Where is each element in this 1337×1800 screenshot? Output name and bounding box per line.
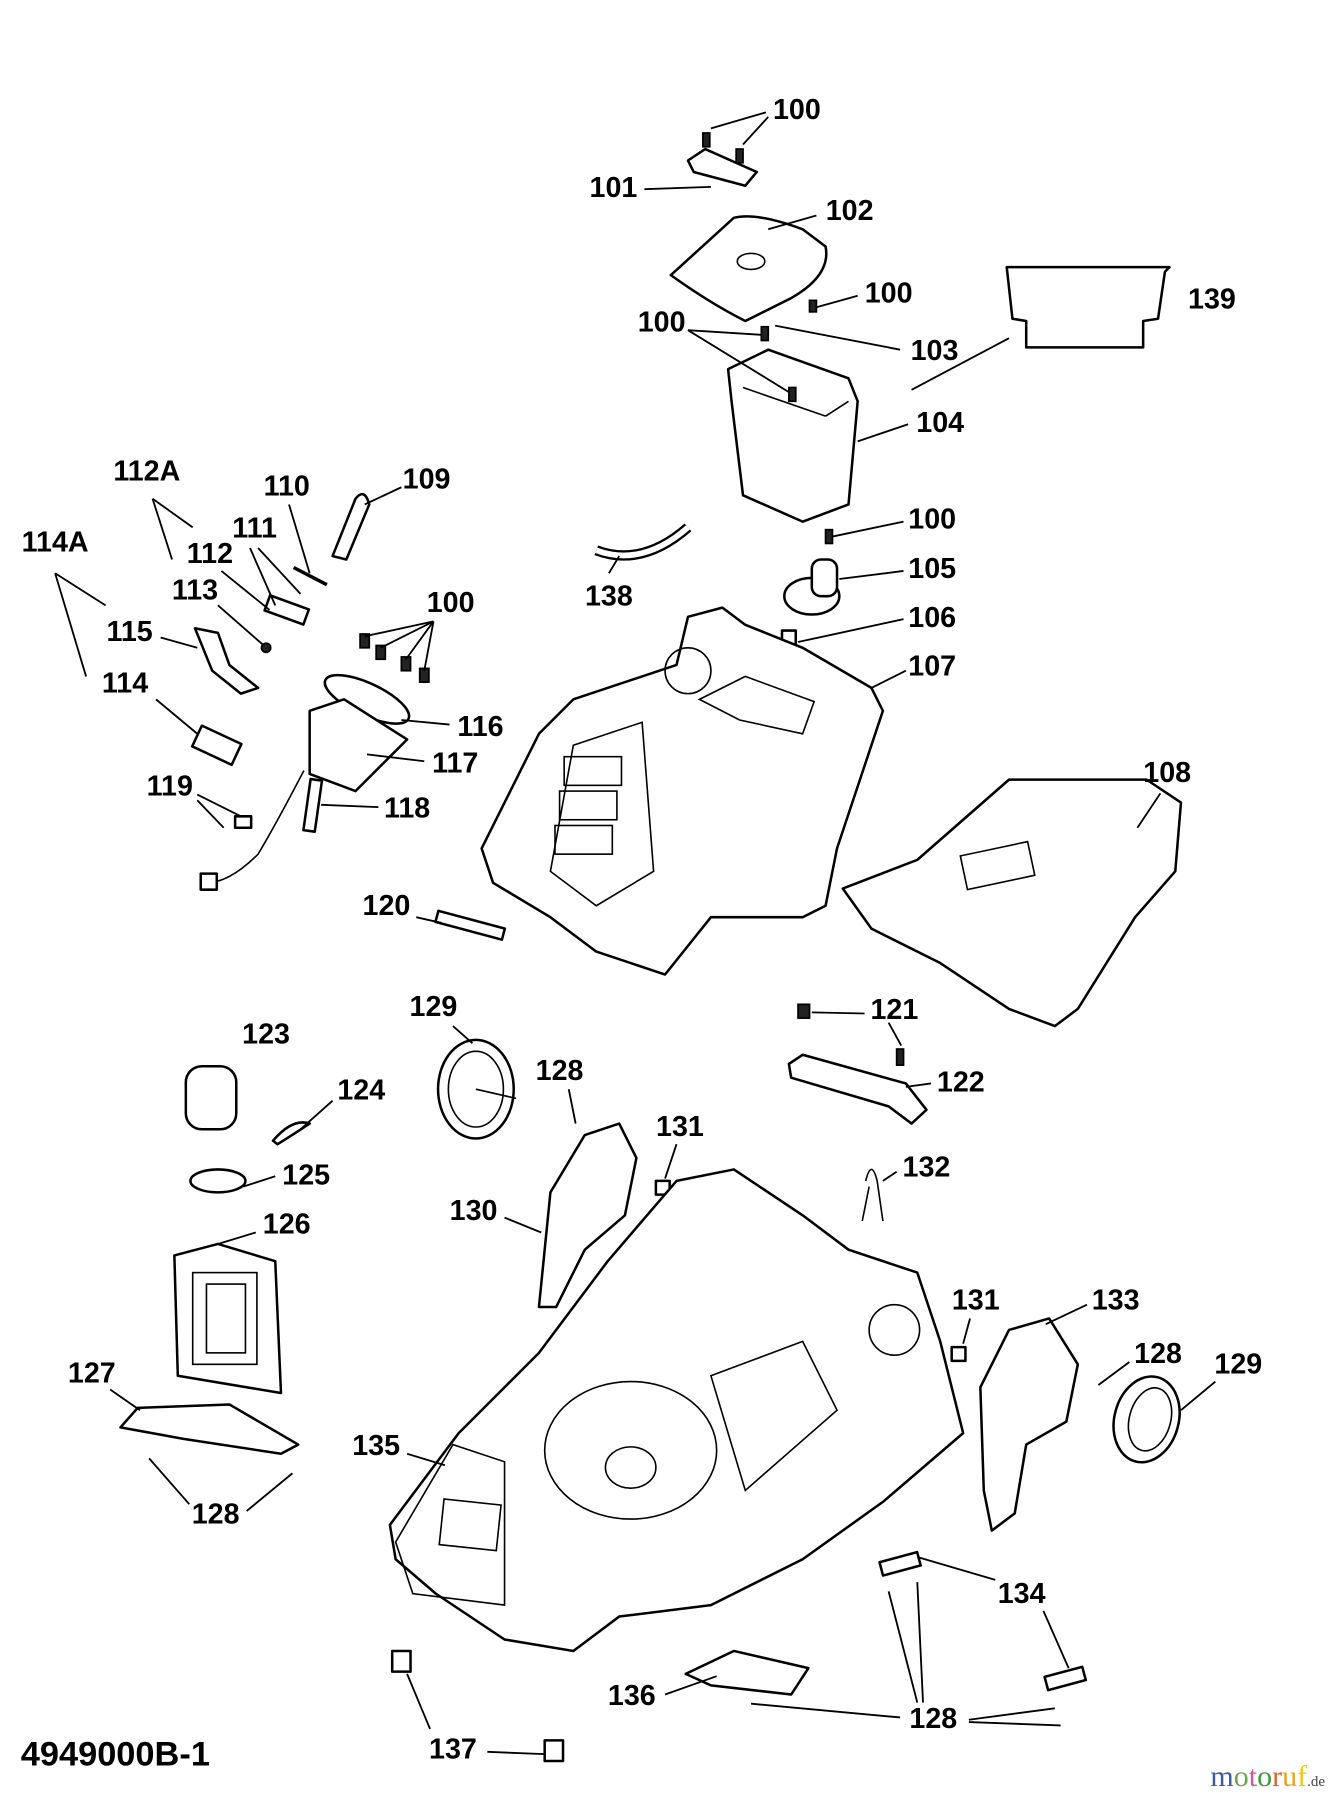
label-124: 124	[337, 1074, 385, 1106]
part-122	[787, 1053, 928, 1125]
label-108: 108	[1143, 757, 1191, 789]
label-129: 129	[410, 991, 458, 1023]
screws-100	[359, 132, 834, 684]
label-100: 100	[427, 587, 475, 619]
label-136: 136	[608, 1680, 656, 1712]
watermark-letter: o	[1257, 1760, 1273, 1793]
part-127	[119, 1403, 300, 1456]
part-110	[292, 565, 328, 587]
part-120	[434, 909, 507, 941]
part-108	[841, 778, 1183, 1028]
part-labels: 100 101 102 100 139 100 103 104 112A 110…	[22, 94, 1263, 1765]
label-103: 103	[911, 335, 959, 367]
label-104: 104	[916, 407, 964, 439]
label-128: 128	[192, 1499, 240, 1531]
label-129: 129	[1214, 1349, 1262, 1381]
part-129-right	[1112, 1375, 1181, 1464]
part-133	[979, 1317, 1080, 1532]
label-137: 137	[429, 1734, 477, 1766]
label-100: 100	[908, 504, 956, 536]
label-134: 134	[998, 1578, 1046, 1610]
label-139: 139	[1188, 283, 1236, 315]
part-137	[390, 1649, 412, 1673]
label-116: 116	[457, 711, 503, 743]
label-102: 102	[826, 195, 874, 227]
watermark-letter: f	[1297, 1760, 1308, 1793]
part-135	[388, 1168, 965, 1653]
label-112: 112	[187, 538, 233, 570]
label-135: 135	[352, 1430, 400, 1462]
label-100: 100	[865, 278, 913, 310]
label-113: 113	[172, 575, 218, 607]
diagram-code: 4949000B-1	[21, 1736, 210, 1774]
label-128: 128	[909, 1703, 957, 1735]
part-124	[271, 1121, 311, 1146]
watermark-suffix: .de	[1307, 1774, 1325, 1790]
label-119: 119	[147, 771, 193, 803]
watermark-letter: u	[1282, 1760, 1298, 1793]
part-107	[480, 606, 885, 976]
watermark-text: motoruf	[1210, 1760, 1307, 1793]
part-134	[878, 1550, 922, 1577]
label-118: 118	[384, 792, 430, 824]
label-114a: 114A	[22, 526, 89, 558]
label-127: 127	[68, 1358, 116, 1390]
label-130: 130	[450, 1195, 498, 1227]
label-125: 125	[282, 1159, 330, 1191]
label-112a: 112A	[113, 455, 180, 487]
leader-lines	[54, 111, 1216, 1756]
part-118	[302, 777, 324, 833]
part-119	[206, 770, 305, 884]
label-133: 133	[1092, 1284, 1140, 1316]
part-shapes	[119, 132, 1183, 1763]
watermark-logo: motoruf.de	[1210, 1760, 1325, 1794]
label-105: 105	[908, 553, 956, 585]
part-112	[263, 594, 311, 626]
label-128: 128	[536, 1055, 584, 1087]
label-115: 115	[107, 616, 153, 648]
part-115	[193, 627, 260, 695]
watermark-letter: t	[1248, 1760, 1258, 1793]
part-104	[726, 348, 859, 523]
label-138: 138	[585, 580, 633, 612]
label-101: 101	[590, 172, 638, 204]
label-114: 114	[102, 667, 148, 699]
watermark-letter: r	[1272, 1760, 1283, 1793]
part-136	[684, 1649, 810, 1696]
label-132: 132	[903, 1151, 951, 1183]
part-129	[436, 1038, 515, 1140]
part-109	[331, 492, 371, 561]
part-126	[173, 1242, 283, 1395]
label-106: 106	[908, 602, 956, 634]
label-120: 120	[363, 890, 411, 922]
part-130	[537, 1122, 638, 1309]
label-121: 121	[870, 994, 918, 1026]
part-101	[686, 147, 759, 187]
label-107: 107	[908, 650, 956, 682]
label-126: 126	[263, 1209, 311, 1241]
label-131: 131	[656, 1111, 704, 1143]
label-117: 117	[432, 748, 478, 780]
label-111: 111	[232, 513, 277, 545]
label-131: 131	[952, 1284, 1000, 1316]
part-132	[861, 1168, 884, 1222]
part-125	[189, 1168, 247, 1194]
label-110: 110	[264, 470, 310, 502]
label-100: 100	[773, 94, 821, 126]
part-114	[190, 724, 243, 767]
part-123	[184, 1064, 238, 1131]
part-139	[1005, 265, 1171, 349]
label-122: 122	[937, 1066, 985, 1098]
label-109: 109	[403, 463, 451, 495]
label-123: 123	[242, 1018, 290, 1050]
watermark-letter: o	[1233, 1760, 1249, 1793]
label-128: 128	[1134, 1338, 1182, 1370]
watermark-letter: m	[1210, 1760, 1234, 1793]
label-100: 100	[638, 306, 686, 338]
